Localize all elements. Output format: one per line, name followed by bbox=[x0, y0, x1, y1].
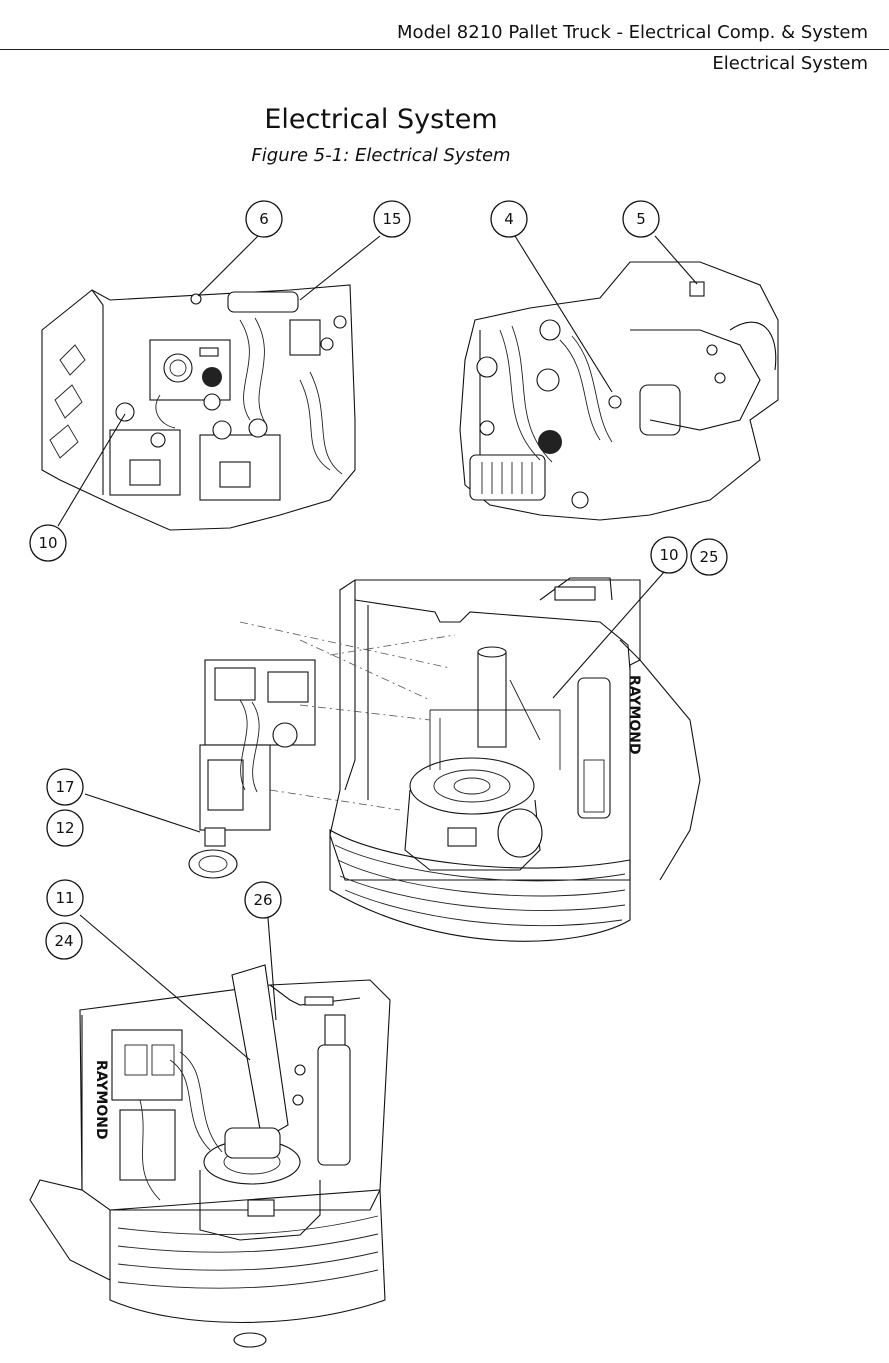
svg-text:RAYMOND: RAYMOND bbox=[626, 675, 642, 755]
svg-text:11: 11 bbox=[55, 889, 74, 907]
svg-text:15: 15 bbox=[382, 210, 401, 228]
svg-text:12: 12 bbox=[55, 819, 74, 837]
brand-mark-bottom: RAYMOND bbox=[93, 1060, 109, 1140]
callout-5: 5 bbox=[622, 200, 660, 238]
svg-text:5: 5 bbox=[636, 210, 646, 228]
callout-25: 25 bbox=[690, 538, 728, 576]
svg-text:10: 10 bbox=[659, 546, 678, 564]
callout-4: 4 bbox=[490, 200, 528, 238]
svg-text:6: 6 bbox=[259, 210, 269, 228]
callout-10-right: 10 bbox=[650, 536, 688, 574]
header-divider bbox=[0, 49, 889, 50]
figure-caption: Figure 5-1: Electrical System bbox=[251, 145, 511, 166]
leader-lines bbox=[57, 235, 698, 1061]
svg-text:25: 25 bbox=[699, 548, 718, 566]
svg-text:10: 10 bbox=[38, 534, 57, 552]
brand-mark-side: RAYMOND bbox=[626, 675, 642, 755]
svg-text:4: 4 bbox=[504, 210, 514, 228]
exploded-assembly-view: RAYMOND bbox=[188, 577, 701, 942]
callout-24: 24 bbox=[45, 922, 83, 960]
callout-15: 15 bbox=[373, 200, 411, 238]
svg-text:RAYMOND: RAYMOND bbox=[93, 1060, 109, 1140]
svg-text:17: 17 bbox=[55, 778, 74, 796]
callout-11: 11 bbox=[46, 879, 84, 917]
detail-view-panel bbox=[41, 284, 356, 531]
callout-17: 17 bbox=[46, 768, 84, 806]
bottom-assembly-view: RAYMOND bbox=[29, 964, 391, 1348]
callout-6: 6 bbox=[245, 200, 283, 238]
callout-10-top: 10 bbox=[29, 524, 67, 562]
header-title: Model 8210 Pallet Truck - Electrical Com… bbox=[397, 22, 868, 43]
page-title: Electrical System bbox=[264, 104, 498, 135]
detail-view-controller bbox=[459, 261, 779, 521]
callout-12: 12 bbox=[46, 809, 84, 847]
header-section: Electrical System bbox=[712, 53, 868, 74]
callout-26: 26 bbox=[244, 881, 282, 919]
svg-text:24: 24 bbox=[54, 932, 73, 950]
svg-text:26: 26 bbox=[253, 891, 272, 909]
